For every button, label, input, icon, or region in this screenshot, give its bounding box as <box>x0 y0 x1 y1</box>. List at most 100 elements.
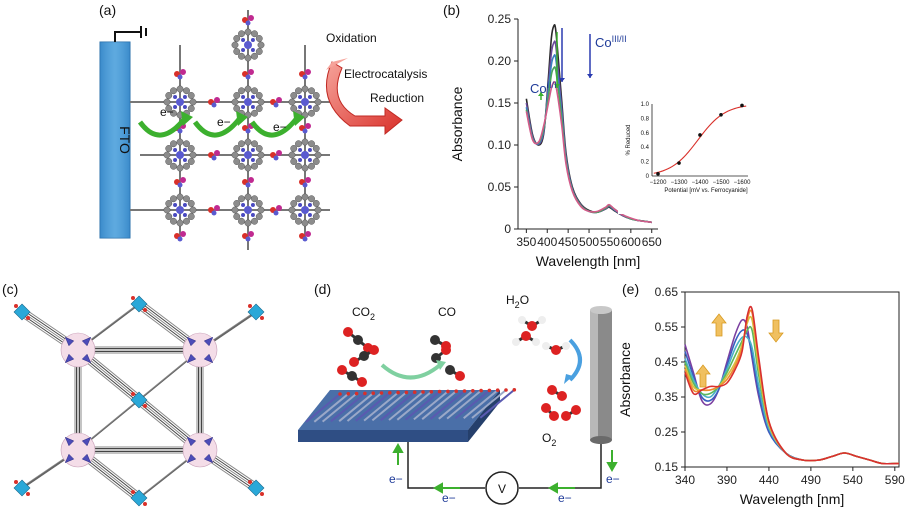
x-tick-label: 600 <box>621 235 641 249</box>
trend-arrowhead <box>587 74 593 78</box>
porphyrin-cluster <box>60 332 96 368</box>
molecule <box>512 331 540 346</box>
mof-fiber-tip <box>404 390 409 395</box>
metal-node <box>208 205 220 216</box>
metal-cluster-node <box>130 295 148 313</box>
mof-fiber <box>413 390 449 421</box>
inset-x-tick: −1300 <box>671 180 689 186</box>
porphyrin-node <box>231 85 265 119</box>
trend-arrowhead <box>554 84 560 88</box>
mof-fiber <box>388 391 424 421</box>
trend-arrowhead <box>538 92 544 96</box>
inset-x-tick: −1400 <box>692 180 710 186</box>
mof-fiber <box>305 393 341 423</box>
mof-fiber <box>355 392 391 422</box>
x-tick-label: 490 <box>801 473 821 487</box>
mof-fiber-tip <box>354 391 359 396</box>
molecule <box>343 327 373 353</box>
fto-text: FTO <box>117 126 133 154</box>
trend-arrowhead <box>559 78 565 82</box>
mof-fiber-tip <box>504 388 508 392</box>
mof-fiber <box>371 391 408 422</box>
mof-fiber-tip <box>512 388 517 392</box>
mof-fiber-tip <box>487 388 492 393</box>
electrocatalysis-label: Electrocatalysis <box>344 67 427 81</box>
co2-label: CO2 <box>352 305 375 322</box>
mof-fiber <box>463 389 499 419</box>
x-tick-label: 650 <box>642 235 662 249</box>
metal-node <box>174 231 186 242</box>
porphyrin-node <box>163 193 197 227</box>
x-tick-label: 390 <box>717 473 737 487</box>
molecule <box>561 405 581 421</box>
porphyrin-cluster <box>60 432 96 468</box>
metal-node <box>208 150 220 161</box>
electron-d-2: e− <box>442 491 456 505</box>
x-axis-title: Wavelength [nm] <box>536 253 641 269</box>
oxidation-label: Oxidation <box>326 31 377 45</box>
y-axis-title: Absorbance <box>449 86 465 161</box>
porphyrin-node <box>288 138 322 172</box>
y-tick-label: 0.10 <box>488 138 512 152</box>
mof-fiber <box>471 389 507 419</box>
panel-a-figure: FTO e− e− e− Oxidation Electrocatalysis … <box>99 10 427 250</box>
series-line <box>684 329 900 465</box>
y-tick-label: 0.25 <box>488 12 512 26</box>
co-label: CO <box>438 305 456 319</box>
inset-y-tick: 0.2 <box>641 160 650 166</box>
metal-node <box>242 231 254 242</box>
molecule <box>542 342 570 355</box>
molecule <box>547 385 567 401</box>
increase-arrow <box>695 364 711 388</box>
electron-d-4: e− <box>606 472 620 486</box>
molecule <box>445 365 465 381</box>
panel-a-label: (a) <box>99 2 117 18</box>
y-tick-label: 0.20 <box>488 54 512 68</box>
mof-fiber-tip <box>437 389 442 394</box>
inset-y-tick: 0.6 <box>641 131 650 137</box>
molecule <box>541 403 559 421</box>
porphyrin-cluster <box>182 332 218 368</box>
mof-fiber <box>313 393 349 423</box>
molecule <box>518 316 546 331</box>
x-tick-label: 340 <box>675 473 695 487</box>
h2o-label: H2O <box>506 293 529 310</box>
co-iii-ii-label: CoIII/II <box>595 34 627 50</box>
voltmeter-label: V <box>498 482 506 496</box>
inset-x-tick: −1500 <box>713 180 731 186</box>
y-tick-label: 0.55 <box>655 320 679 334</box>
y-tick-label: 0.45 <box>655 355 679 369</box>
mof-fiber <box>396 391 432 421</box>
inset-point <box>677 161 681 165</box>
metal-node <box>299 231 311 242</box>
increase-arrow <box>711 313 727 337</box>
mof-fiber-tip <box>495 388 500 392</box>
inset-point <box>698 133 702 137</box>
h2o-to-o2-arrow <box>568 338 582 382</box>
metal-node <box>174 69 186 80</box>
y-tick-label: 0.15 <box>488 96 512 110</box>
metal-node <box>270 97 282 108</box>
mof-fiber <box>404 390 441 421</box>
porphyrin-node <box>231 193 265 227</box>
electron-label-2: e− <box>217 115 231 129</box>
mof-fiber-tip <box>471 389 475 393</box>
porphyrin-cluster <box>182 432 218 468</box>
electron-label-1: e− <box>160 105 174 119</box>
metal-node <box>242 177 254 188</box>
voltmeter <box>485 471 519 505</box>
decrease-arrow <box>768 319 784 343</box>
x-axis-title: Wavelength [nm] <box>740 491 845 507</box>
series-line <box>684 305 900 465</box>
mof-fiber-tip <box>379 391 384 395</box>
electron-d-3: e− <box>558 491 572 505</box>
series-line <box>684 335 900 465</box>
x-tick-label: 440 <box>759 473 779 487</box>
y-tick-label: 0.25 <box>655 425 679 439</box>
mof-fiber-tip <box>338 392 342 396</box>
y-tick-label: 0.35 <box>655 390 679 404</box>
x-tick-label: 400 <box>537 235 557 249</box>
porphyrin-node <box>231 138 265 172</box>
y-axis-title: Absorbance <box>617 342 633 417</box>
